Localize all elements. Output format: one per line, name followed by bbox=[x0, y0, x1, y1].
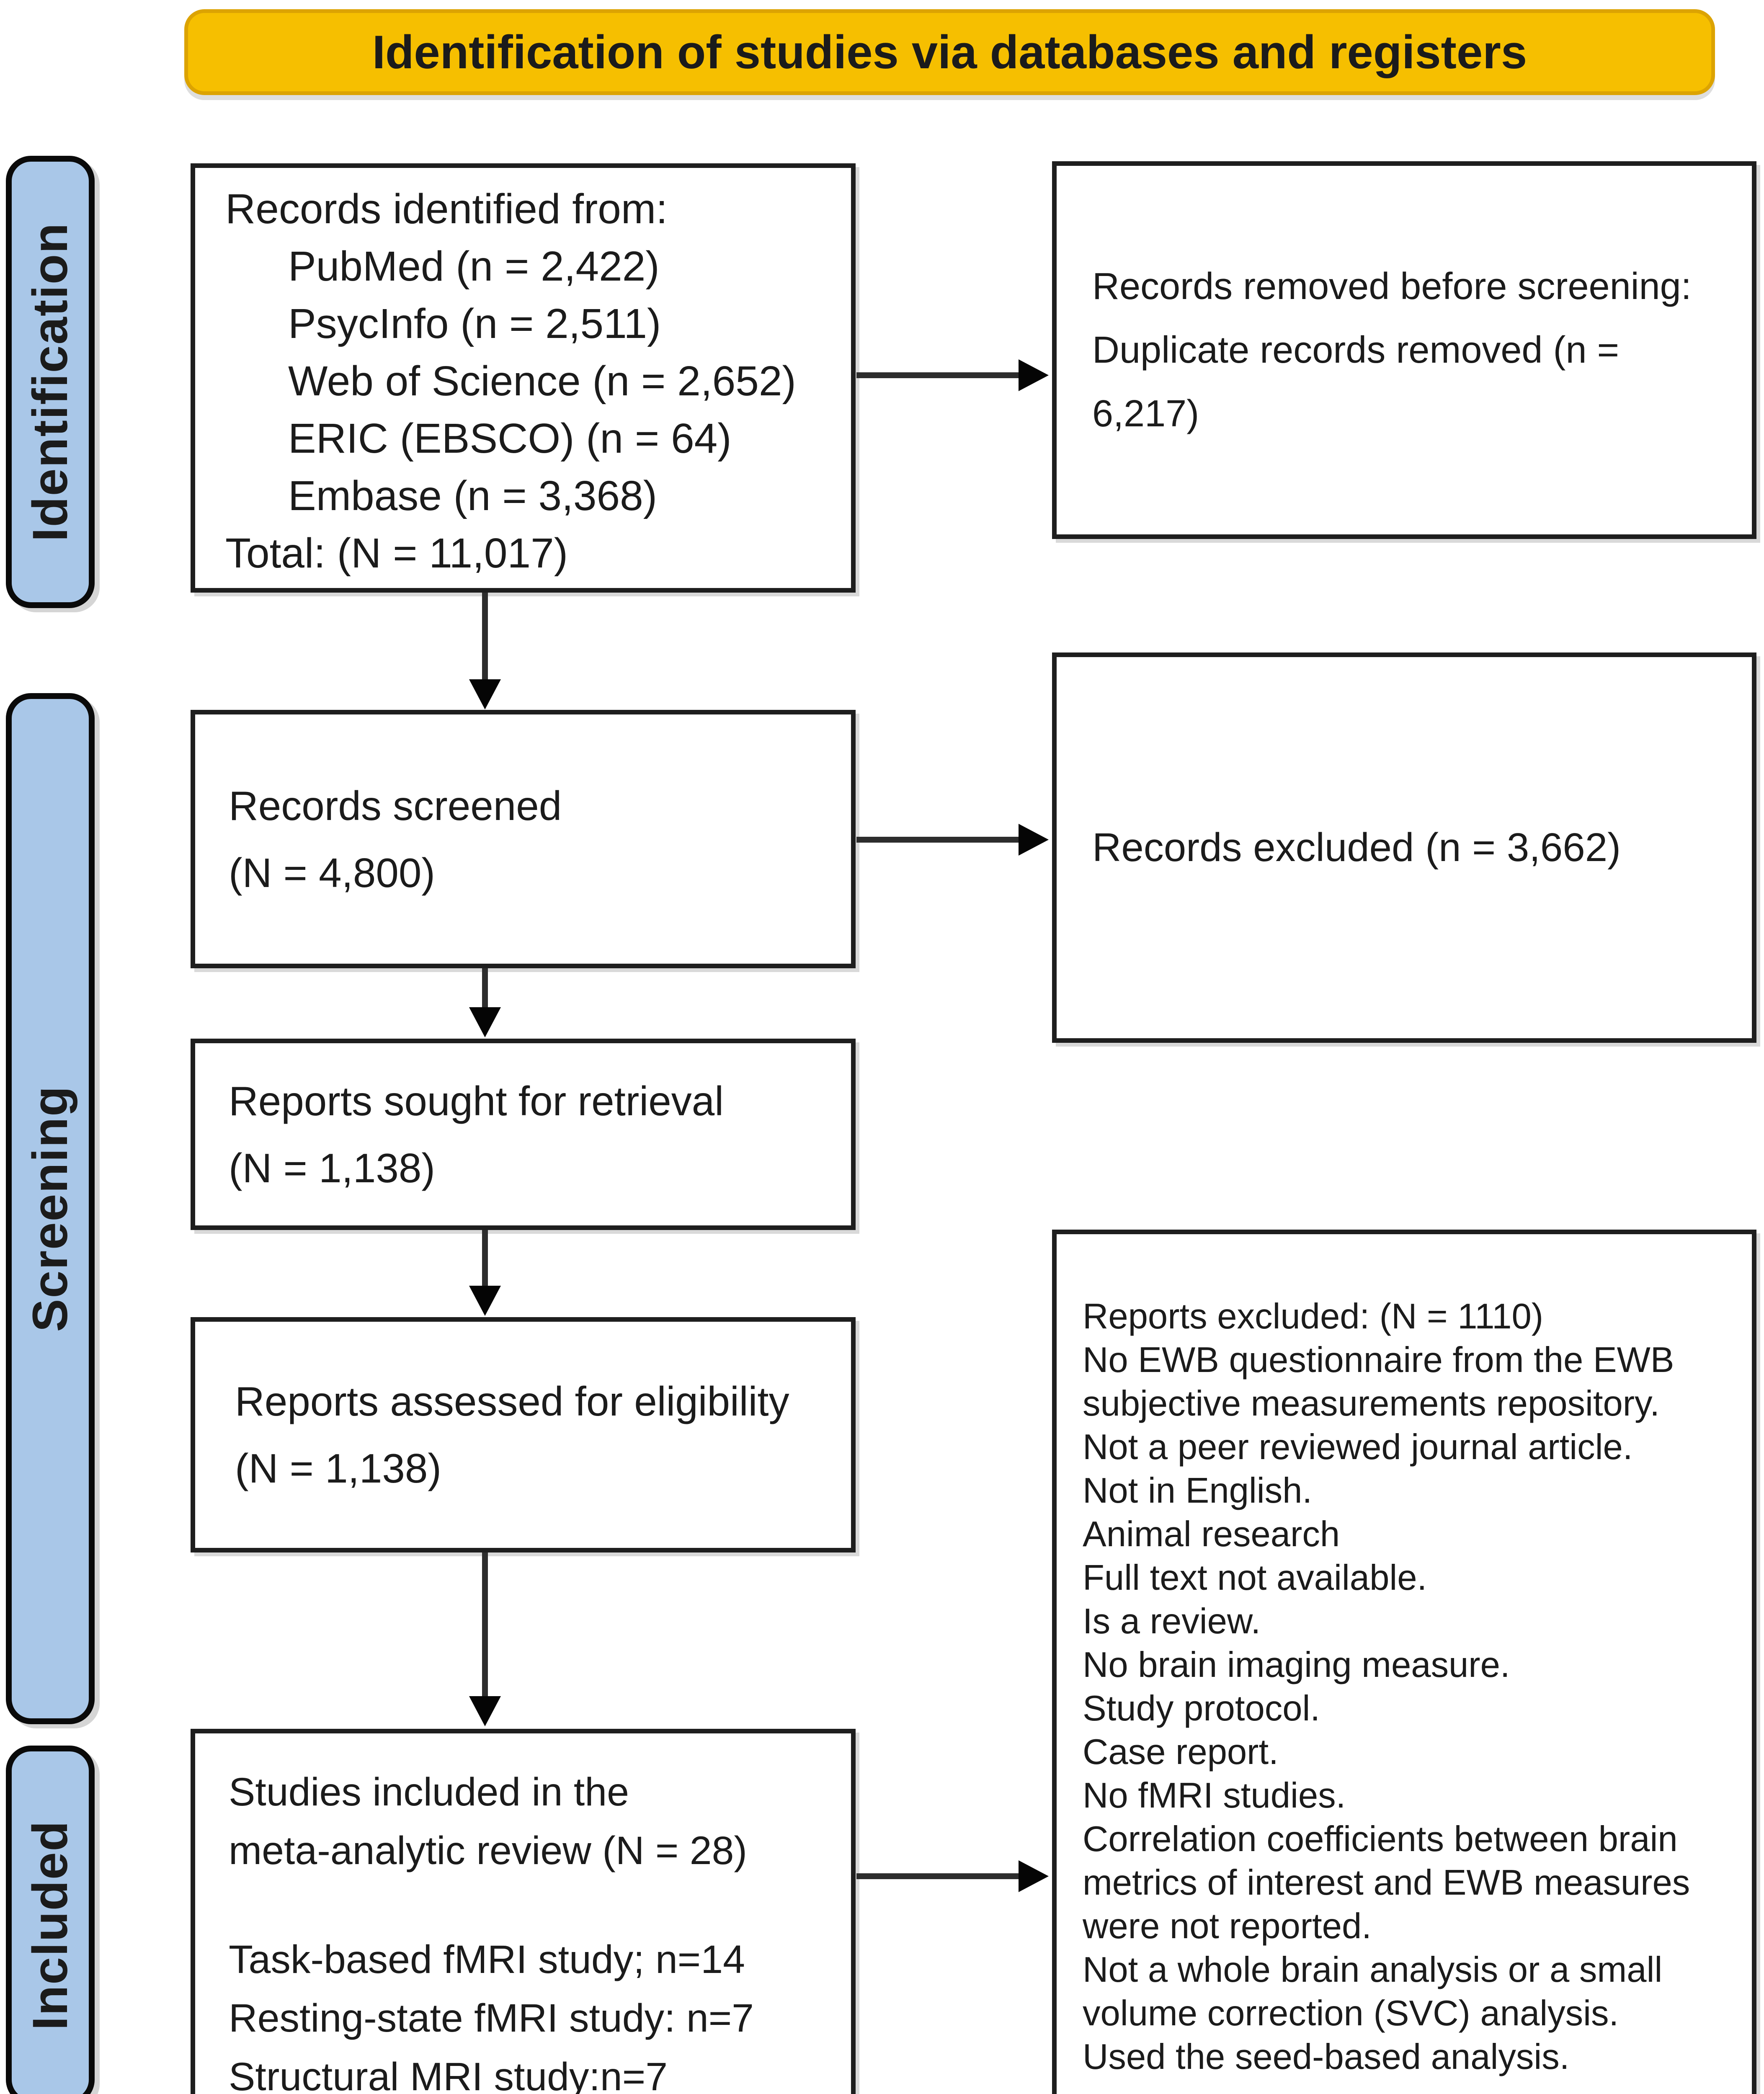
reports-sought-box: Reports sought for retrieval (N = 1,138) bbox=[191, 1039, 856, 1230]
text-line: metrics of interest and EWB measures bbox=[1083, 1863, 1690, 1903]
text-line: Studies included in the bbox=[229, 1770, 629, 1814]
text-line: (N = 1,138) bbox=[235, 1445, 441, 1491]
text-line: No brain imaging measure. bbox=[1083, 1645, 1510, 1685]
text-line: Task-based fMRI study; n=14 bbox=[229, 1937, 745, 1982]
reports-assessed-box: Reports assessed for eligibility (N = 1,… bbox=[191, 1317, 856, 1552]
text-line: meta-analytic review (N = 28) bbox=[229, 1828, 748, 1873]
arrowhead-icon bbox=[1019, 824, 1049, 856]
arrow-assessed-to-included bbox=[482, 1552, 488, 1699]
text-line: Records excluded (n = 3,662) bbox=[1092, 825, 1621, 870]
text-line: Animal research bbox=[1083, 1514, 1340, 1554]
arrow-screened-to-excluded bbox=[856, 837, 1020, 843]
records-screened-box: Records screened (N = 4,800) bbox=[191, 710, 856, 968]
text-line: PsycInfo (n = 2,511) bbox=[288, 300, 661, 347]
text-line: Case report. bbox=[1083, 1732, 1279, 1772]
text-line: Structural MRI study:n=7 bbox=[229, 2055, 668, 2094]
stage-bar-included bbox=[6, 1746, 95, 2094]
text-line: Study protocol. bbox=[1083, 1689, 1320, 1728]
arrow-sought-to-assessed bbox=[482, 1230, 488, 1289]
text-line: No EWB questionnaire from the EWB bbox=[1083, 1340, 1674, 1380]
text-line: ERIC (EBSCO) (n = 64) bbox=[288, 415, 732, 462]
text-line: Reports excluded: (N = 1110) bbox=[1083, 1297, 1544, 1336]
arrow-included-to-reports-excluded bbox=[856, 1873, 1020, 1879]
text-line: Reports sought for retrieval bbox=[229, 1078, 724, 1124]
banner: Identification of studies via databases … bbox=[184, 9, 1715, 95]
text-line: Correlation coefficients between brain bbox=[1083, 1819, 1678, 1859]
text-line: Embase (n = 3,368) bbox=[288, 472, 658, 519]
text-line: subjective measurements repository. bbox=[1083, 1384, 1660, 1424]
banner-title: Identification of studies via databases … bbox=[372, 26, 1527, 78]
text-line: Resting-state fMRI study: n=7 bbox=[229, 1996, 754, 2040]
text-line: (N = 4,800) bbox=[229, 849, 435, 896]
arrowhead-icon bbox=[469, 1007, 501, 1037]
records-removed-box: Records removed before screening: Duplic… bbox=[1052, 161, 1756, 539]
text-line: Used the seed-based analysis. bbox=[1083, 2037, 1570, 2077]
text-line: volume correction (SVC) analysis. bbox=[1083, 1993, 1619, 2033]
arrowhead-icon bbox=[1019, 1860, 1049, 1892]
text-line: (N = 1,138) bbox=[229, 1145, 435, 1191]
text-line: Total: (N = 11,017) bbox=[225, 530, 568, 577]
text-line: Not in English. bbox=[1083, 1471, 1313, 1511]
text-line: Not a whole brain analysis or a small bbox=[1083, 1950, 1663, 1990]
records-identified-box: Records identified from: PubMed (n = 2,4… bbox=[191, 163, 856, 593]
text-line: Is a review. bbox=[1083, 1601, 1261, 1641]
text-line: Records identified from: bbox=[225, 186, 668, 232]
stage-bar-screening bbox=[6, 693, 95, 1724]
text-line: No fMRI studies. bbox=[1083, 1776, 1346, 1815]
text-line: Records screened bbox=[229, 782, 562, 829]
text-line: were not reported. bbox=[1083, 1906, 1372, 1946]
arrowhead-icon bbox=[469, 1286, 501, 1316]
arrowhead-icon bbox=[469, 1696, 501, 1726]
text-line: Web of Science (n = 2,652) bbox=[288, 358, 796, 405]
arrow-identified-to-screened bbox=[482, 593, 488, 683]
text-line: Not a peer reviewed journal article. bbox=[1083, 1427, 1633, 1467]
text-line: Full text not available. bbox=[1083, 1558, 1427, 1598]
records-excluded-box: Records excluded (n = 3,662) bbox=[1052, 652, 1756, 1043]
text-line: PubMed (n = 2,422) bbox=[288, 243, 660, 290]
spacer bbox=[229, 1880, 843, 1930]
text-line: Duplicate records removed (n = bbox=[1092, 329, 1620, 371]
text-line: Reports assessed for eligibility bbox=[235, 1378, 789, 1424]
reports-excluded-box: Reports excluded: (N = 1110) No EWB ques… bbox=[1052, 1230, 1756, 2094]
stage-bar-identification bbox=[6, 156, 95, 608]
arrow-screened-to-sought bbox=[482, 968, 488, 1010]
arrow-identified-to-removed bbox=[856, 372, 1020, 378]
arrowhead-icon bbox=[469, 679, 501, 709]
text-line: Records removed before screening: bbox=[1092, 266, 1692, 307]
studies-included-box: Studies included in the meta-analytic re… bbox=[191, 1729, 856, 2094]
text-line: 6,217) bbox=[1092, 393, 1199, 435]
arrowhead-icon bbox=[1019, 359, 1049, 391]
